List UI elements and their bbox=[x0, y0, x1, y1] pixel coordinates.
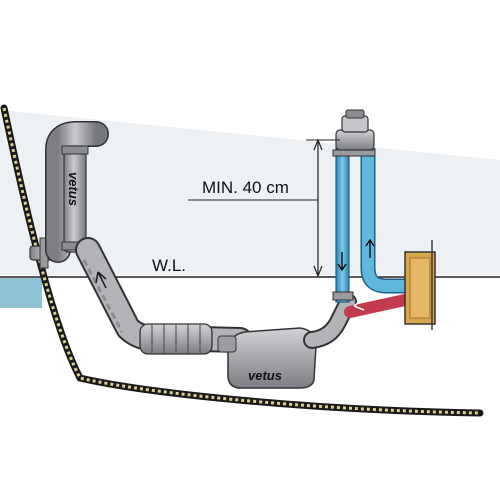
waterlock: vetus bbox=[217, 327, 317, 389]
flow-arrow-down bbox=[337, 252, 347, 272]
exhaust-flow-red bbox=[344, 294, 411, 318]
min-height-dimension bbox=[188, 138, 340, 278]
flow-arrow-up-right bbox=[365, 238, 375, 258]
cooling-water-pipes bbox=[332, 147, 410, 303]
engine-exhaust-hose bbox=[303, 293, 357, 349]
min-height-label: MIN. 40 cm bbox=[202, 178, 289, 197]
boat-hull bbox=[0, 104, 484, 417]
vent-valve bbox=[335, 109, 375, 151]
sea-water bbox=[0, 278, 42, 308]
engine-mount bbox=[404, 240, 436, 330]
waterlock-logo: vetus bbox=[248, 368, 282, 383]
muffler-hose bbox=[139, 323, 213, 355]
gooseneck-logo: vetus bbox=[66, 172, 81, 206]
flow-arrow-up bbox=[95, 271, 107, 289]
gooseneck-hose: vetus bbox=[45, 121, 109, 263]
waterline-label: W.L. bbox=[152, 256, 186, 275]
